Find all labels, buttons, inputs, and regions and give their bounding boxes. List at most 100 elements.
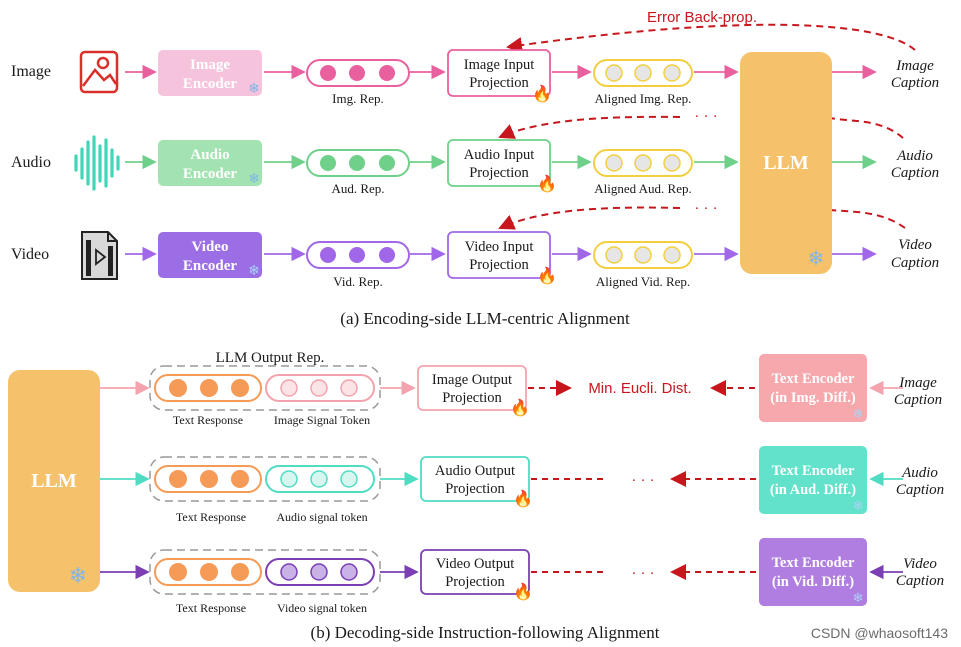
svg-text:Audio Output: Audio Output bbox=[435, 463, 515, 479]
image-encoder bbox=[158, 50, 262, 96]
svg-text:Video signal token: Video signal token bbox=[277, 601, 367, 615]
svg-text:Audio: Audio bbox=[901, 465, 938, 481]
llm-label-encoding: LLM bbox=[763, 152, 809, 174]
frozen-snowflake-icon: ❄ bbox=[248, 264, 260, 279]
svg-text:Encoder: Encoder bbox=[183, 258, 238, 274]
svg-text:Img. Rep.: Img. Rep. bbox=[332, 91, 384, 106]
decoding-row-audio: Text Response Audio signal token Audio O… bbox=[100, 446, 944, 524]
audio-output-projection bbox=[420, 456, 530, 502]
svg-text:Text Response: Text Response bbox=[173, 413, 243, 427]
llm-output-rep-label: LLM Output Rep. bbox=[216, 350, 325, 366]
svg-text:Projection: Projection bbox=[469, 75, 529, 91]
llm-encoder-side bbox=[740, 52, 832, 274]
frozen-snowflake-icon: ❄ bbox=[853, 498, 864, 513]
svg-text:Aligned Img. Rep.: Aligned Img. Rep. bbox=[595, 91, 692, 106]
svg-text:Projection: Projection bbox=[469, 257, 529, 273]
text-encoder-vid-diff bbox=[759, 538, 867, 606]
audio-input-projection bbox=[447, 139, 551, 187]
svg-text:Image: Image bbox=[895, 58, 934, 74]
modality-label: Image bbox=[11, 63, 51, 80]
decoding-dots: · · · bbox=[631, 564, 654, 581]
svg-text:Audio: Audio bbox=[190, 147, 229, 163]
svg-text:Caption: Caption bbox=[896, 573, 944, 589]
video-output-projection bbox=[420, 549, 530, 595]
svg-text:Audio Input: Audio Input bbox=[464, 147, 534, 163]
video-encoder bbox=[158, 232, 262, 278]
audio-encoder bbox=[158, 140, 262, 186]
svg-text:Aligned Aud. Rep.: Aligned Aud. Rep. bbox=[594, 181, 692, 196]
audio-backprop-arrow bbox=[498, 115, 681, 139]
watermark-text: CSDN @whaosoft143 bbox=[811, 625, 948, 641]
svg-text:Projection: Projection bbox=[445, 481, 505, 497]
svg-text:Image: Image bbox=[898, 375, 937, 391]
svg-text:Projection: Projection bbox=[442, 390, 502, 406]
encoding-row-image: Image Image Encoder ❄ Img. Rep. Image In… bbox=[11, 49, 939, 106]
svg-text:Projection: Projection bbox=[469, 165, 529, 181]
trainable-fire-icon: 🔥 bbox=[513, 582, 533, 601]
svg-text:Caption: Caption bbox=[891, 165, 939, 181]
section-title-encoding: (a) Encoding-side LLM-centric Alignment bbox=[340, 309, 630, 328]
image-icon bbox=[79, 50, 119, 94]
svg-text:Caption: Caption bbox=[891, 255, 939, 271]
text-encoder-aud-diff bbox=[759, 446, 867, 514]
frozen-snowflake-icon: ❄ bbox=[248, 82, 260, 97]
llm-decoder-side bbox=[8, 370, 100, 592]
video-backprop-tail bbox=[829, 209, 906, 229]
trainable-fire-icon: 🔥 bbox=[513, 489, 533, 508]
svg-text:Audio: Audio bbox=[896, 148, 933, 164]
decoding-dots: · · · bbox=[631, 471, 654, 488]
svg-text:Text Encoder: Text Encoder bbox=[772, 555, 855, 571]
section-title-decoding: (b) Decoding-side Instruction-following … bbox=[311, 623, 660, 642]
trainable-fire-icon: 🔥 bbox=[537, 174, 557, 193]
image-input-projection bbox=[447, 49, 551, 97]
trainable-fire-icon: 🔥 bbox=[510, 398, 530, 417]
audio-wave-icon bbox=[74, 135, 120, 191]
audio-backprop-dots: · · · bbox=[694, 107, 717, 124]
video-backprop-dots: · · · bbox=[694, 199, 717, 216]
svg-text:(in Aud. Diff.): (in Aud. Diff.) bbox=[770, 482, 856, 498]
svg-text:Text Response: Text Response bbox=[176, 510, 246, 524]
frozen-snowflake-icon: ❄ bbox=[853, 406, 864, 421]
svg-text:Text Response: Text Response bbox=[176, 601, 246, 615]
decoding-row-image: Text Response Image Signal Token Image O… bbox=[100, 354, 942, 427]
svg-text:Image: Image bbox=[190, 57, 230, 73]
svg-text:Vid. Rep.: Vid. Rep. bbox=[333, 274, 382, 289]
frozen-snowflake-icon: ❄ bbox=[248, 172, 260, 187]
svg-text:Image Output: Image Output bbox=[432, 372, 512, 388]
svg-text:Caption: Caption bbox=[896, 482, 944, 498]
svg-text:Video Input: Video Input bbox=[465, 239, 534, 255]
svg-text:Encoder: Encoder bbox=[183, 76, 238, 92]
trainable-fire-icon: 🔥 bbox=[532, 84, 552, 103]
encoding-row-video: Video Video Encoder ❄ Vid. Rep. Video In… bbox=[11, 231, 939, 289]
svg-text:Video Output: Video Output bbox=[436, 556, 514, 572]
text-encoder-img-diff bbox=[759, 354, 867, 422]
frozen-snowflake-icon: ❄ bbox=[853, 590, 864, 605]
svg-text:Aud. Rep.: Aud. Rep. bbox=[331, 181, 384, 196]
svg-text:Audio signal token: Audio signal token bbox=[276, 510, 367, 524]
modality-label: Audio bbox=[11, 154, 51, 171]
svg-text:Video: Video bbox=[898, 237, 932, 253]
encoding-row-audio: Audio Audio Encoder ❄ Aud. Rep. Audio In… bbox=[11, 135, 939, 196]
svg-text:Image Signal Token: Image Signal Token bbox=[274, 413, 370, 427]
svg-text:(in Vid. Diff.): (in Vid. Diff.) bbox=[772, 574, 854, 590]
frozen-snowflake-icon: ❄ bbox=[808, 248, 825, 270]
svg-text:Video: Video bbox=[192, 239, 229, 255]
llm-label-decoding: LLM bbox=[31, 470, 77, 492]
svg-text:Image Input: Image Input bbox=[464, 57, 534, 73]
svg-text:Encoder: Encoder bbox=[183, 166, 238, 182]
decoding-row-video: Text Response Video signal token Video O… bbox=[100, 538, 944, 615]
frozen-snowflake-icon: ❄ bbox=[69, 563, 87, 588]
modality-label: Video bbox=[11, 246, 49, 263]
svg-text:Text Encoder: Text Encoder bbox=[772, 371, 855, 387]
audio-backprop-tail bbox=[829, 117, 904, 139]
video-file-icon bbox=[81, 231, 118, 280]
svg-text:Caption: Caption bbox=[894, 392, 942, 408]
video-input-projection bbox=[447, 231, 551, 279]
error-backprop-label: Error Back-prop. bbox=[647, 9, 757, 26]
svg-text:Caption: Caption bbox=[891, 75, 939, 91]
svg-text:Projection: Projection bbox=[445, 574, 505, 590]
svg-text:Aligned Vid. Rep.: Aligned Vid. Rep. bbox=[596, 274, 690, 289]
svg-text:Text Encoder: Text Encoder bbox=[772, 463, 855, 479]
min-eucli-dist-label: Min. Eucli. Dist. bbox=[588, 380, 691, 397]
video-backprop-arrow bbox=[498, 206, 681, 230]
